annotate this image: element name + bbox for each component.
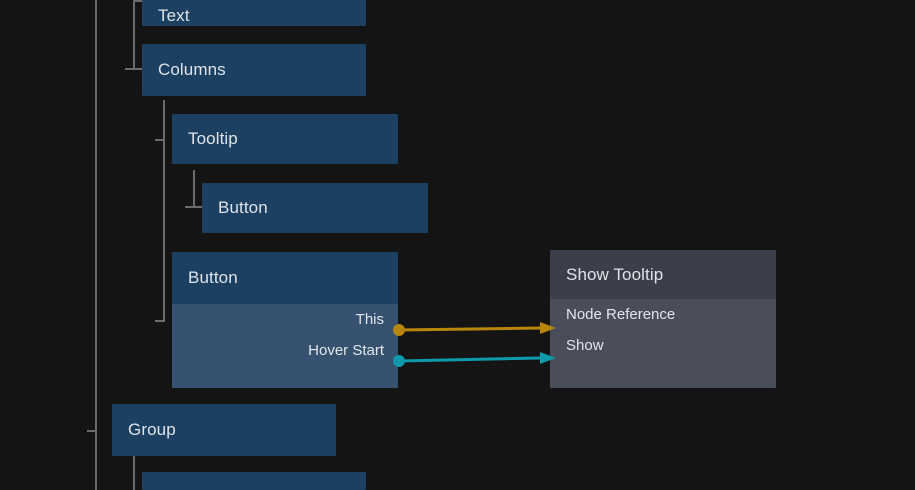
node-group-child[interactable] <box>142 472 366 490</box>
output-port-hover-start[interactable]: Hover Start <box>308 342 384 359</box>
tree-line-elbow-button-in <box>185 206 203 208</box>
tree-line-spine-main <box>95 0 97 490</box>
wire-hover-start-to-show[interactable] <box>393 352 556 367</box>
input-port-show[interactable]: Show <box>566 337 604 354</box>
node-title-columns[interactable]: Columns <box>142 44 366 96</box>
wire-this-to-node-reference[interactable] <box>393 322 556 336</box>
node-title-group[interactable]: Group <box>112 404 336 456</box>
node-title-text[interactable]: Text <box>142 0 366 26</box>
tree-line-spine-level3 <box>163 100 165 322</box>
tree-line-elbow-columns <box>125 68 143 70</box>
tree-line-spine-group <box>133 455 135 490</box>
input-port-node-reference[interactable]: Node Reference <box>566 306 676 323</box>
tree-line-elbow-button <box>155 320 165 322</box>
tree-line-tick-group <box>87 430 97 432</box>
node-title-group-child[interactable] <box>142 472 366 490</box>
node-title-button-main[interactable]: Button <box>172 252 398 304</box>
node-button-inner[interactable]: Button <box>202 183 428 233</box>
node-title-show-tooltip[interactable]: Show Tooltip <box>550 250 776 299</box>
node-group[interactable]: Group <box>112 404 336 456</box>
wire-line <box>398 356 541 363</box>
wire-line <box>398 326 541 332</box>
tree-line-spine-level4 <box>193 170 195 208</box>
node-columns[interactable]: Columns <box>142 44 366 96</box>
tree-line-tick-tooltip <box>155 139 165 141</box>
tree-line-spine-level2 <box>133 0 135 70</box>
tree-line-tick-text <box>133 0 143 2</box>
node-text[interactable]: Text <box>142 0 366 26</box>
node-title-tooltip[interactable]: Tooltip <box>172 114 398 164</box>
node-title-button-inner[interactable]: Button <box>202 183 428 233</box>
output-port-this[interactable]: This <box>355 311 384 328</box>
node-tooltip[interactable]: Tooltip <box>172 114 398 164</box>
